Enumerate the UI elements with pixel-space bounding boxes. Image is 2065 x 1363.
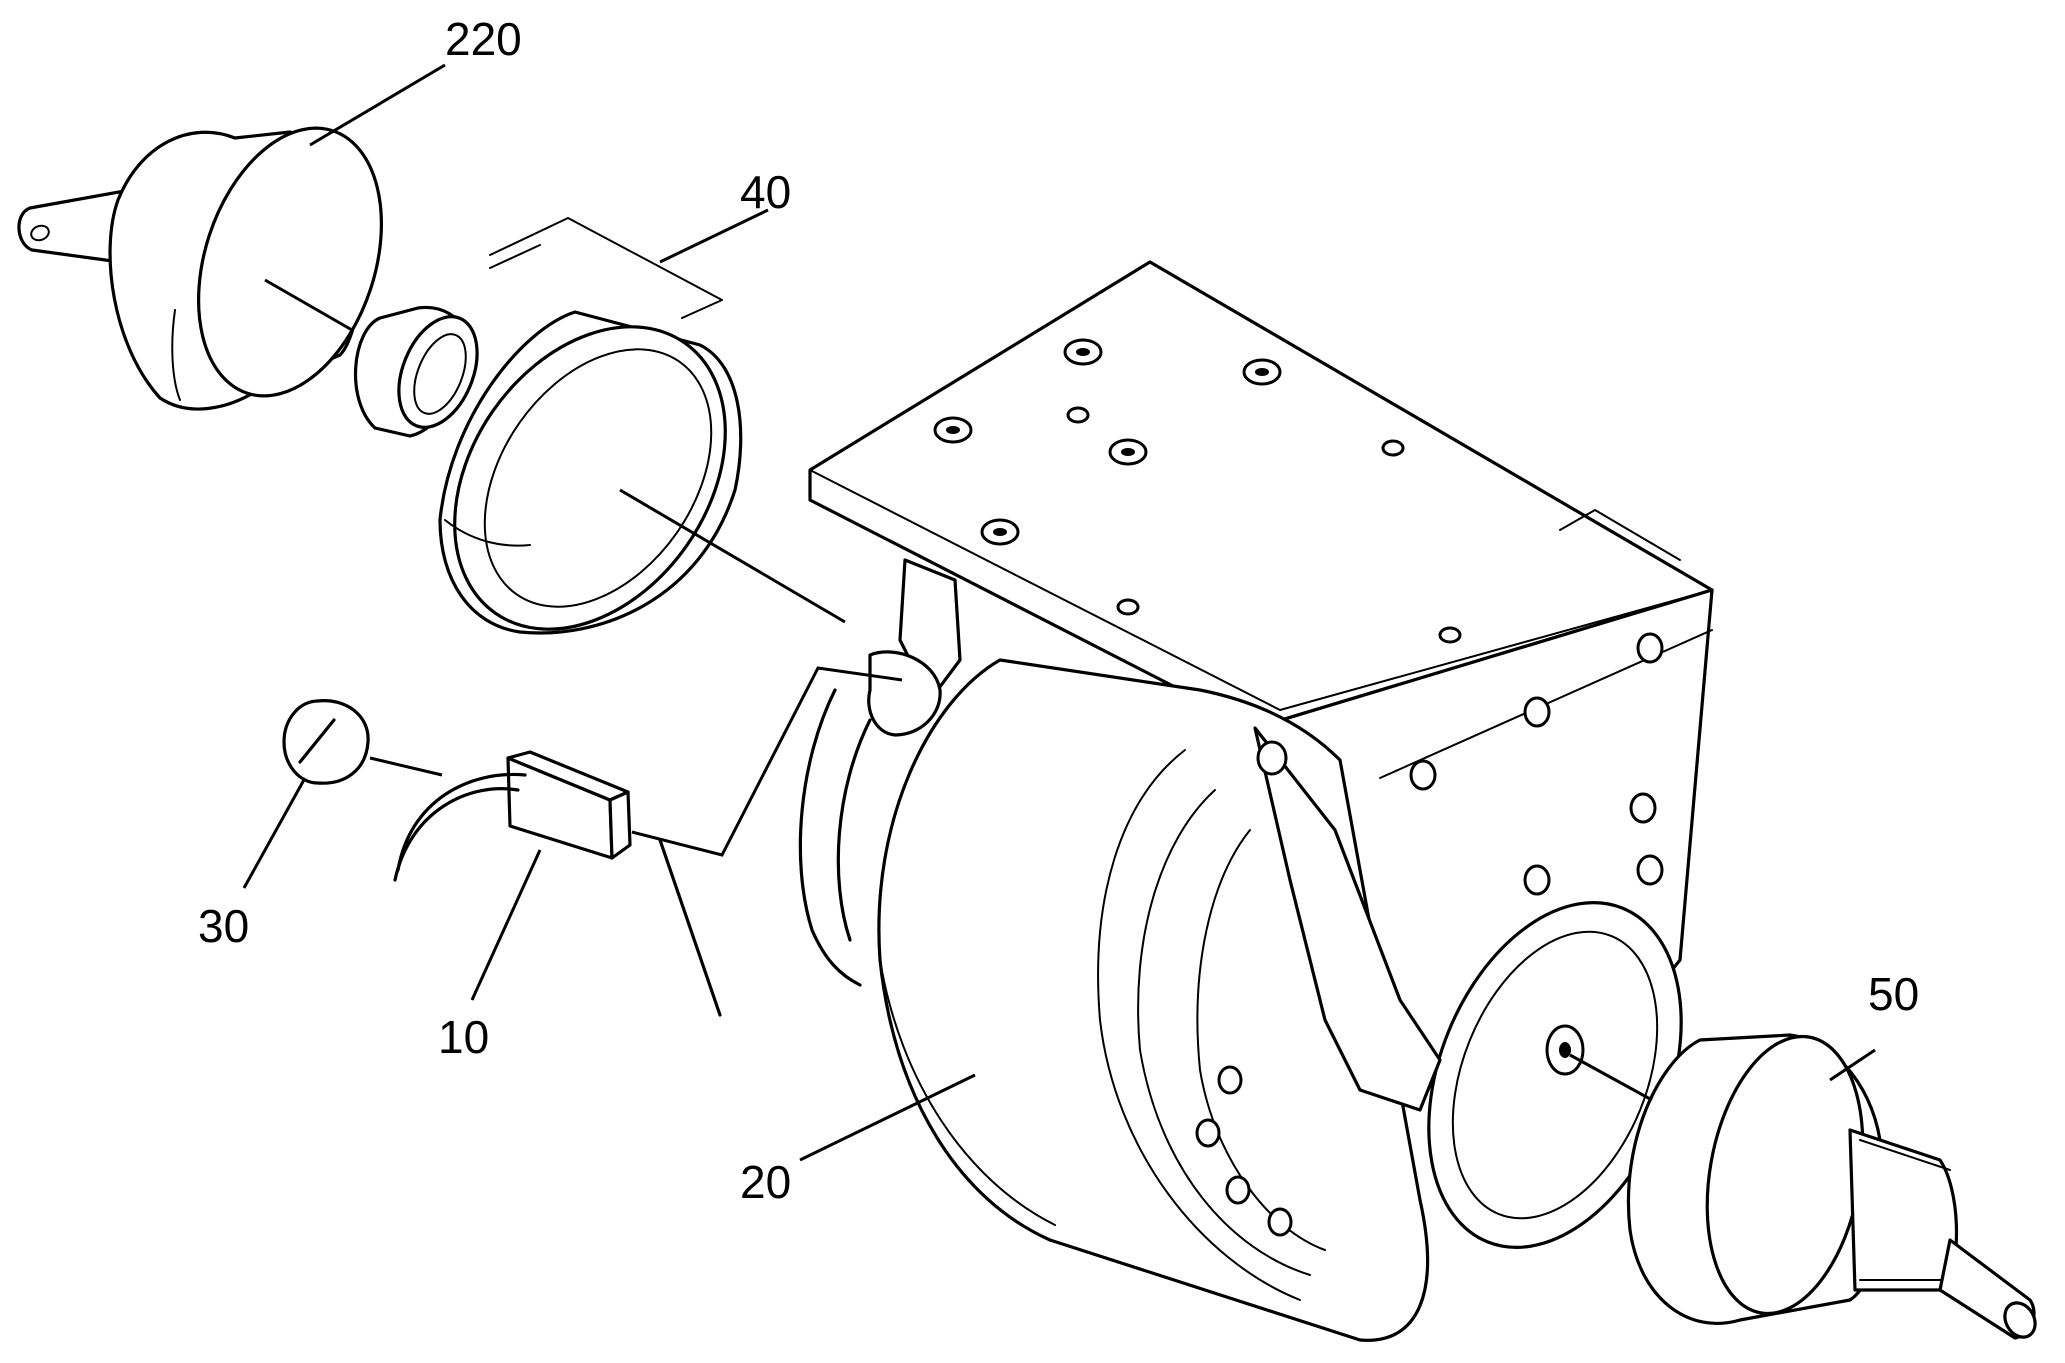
leader-40 (659, 208, 769, 264)
label-10: 10 (438, 1011, 489, 1063)
part-220-cover (17, 126, 383, 411)
label-20: 20 (740, 1156, 791, 1208)
part-50-shaft (1626, 1033, 2037, 1340)
leader-220b (264, 278, 353, 332)
bushing (354, 305, 479, 438)
leader-50 (1829, 1048, 1876, 1082)
wheel-bolt-ring (1195, 1065, 1293, 1237)
part-40-ring (438, 217, 743, 635)
leader-20 (799, 1073, 976, 1162)
leader-40b (619, 488, 846, 624)
housing-bolts (933, 338, 1664, 896)
part-10-sensor (393, 750, 632, 882)
leader-30b (369, 756, 443, 777)
leader-10 (470, 849, 542, 1001)
label-40: 40 (740, 166, 791, 218)
part-20-housing (658, 260, 1714, 1342)
label-220: 220 (445, 13, 522, 65)
label-30: 30 (198, 900, 249, 952)
leader-220 (309, 63, 446, 147)
part-30-plug (282, 699, 370, 785)
leader-30 (242, 777, 307, 889)
leader-10b (631, 666, 903, 857)
leader-50b (1569, 1053, 1653, 1102)
label-50: 50 (1868, 968, 1919, 1020)
